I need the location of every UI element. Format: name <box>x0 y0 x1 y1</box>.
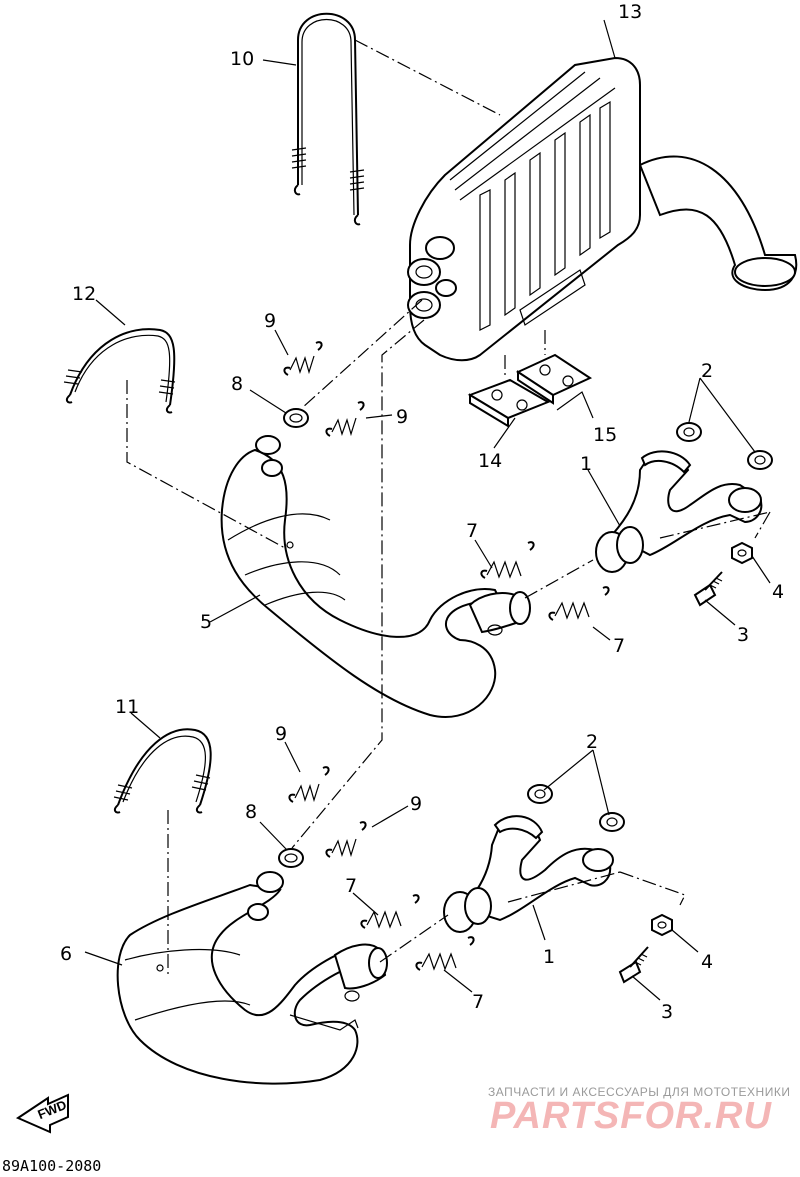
callout-11: 11 <box>115 696 139 718</box>
bracket-15 <box>515 353 593 405</box>
callout-15: 15 <box>593 424 617 446</box>
watermark: ЗАПЧАСТИ И АКСЕССУАРЫ ДЛЯ МОТОТЕХНИКИ PA… <box>488 1085 790 1137</box>
callout-4-upper: 4 <box>772 581 784 603</box>
callout-5: 5 <box>200 611 212 633</box>
callout-3-lower: 3 <box>661 1001 673 1023</box>
callout-1-upper: 1 <box>580 453 592 475</box>
callout-7-lower-right: 7 <box>472 991 484 1013</box>
callout-6: 6 <box>60 943 72 965</box>
callout-9-upper-a: 9 <box>264 310 276 332</box>
gaskets-2 <box>527 422 773 832</box>
hook-spring-12 <box>63 328 176 414</box>
callout-4-lower: 4 <box>701 951 713 973</box>
callout-8-upper: 8 <box>231 373 243 395</box>
bracket-14 <box>467 378 551 428</box>
callout-14: 14 <box>478 450 502 472</box>
callout-9-lower-a: 9 <box>275 723 287 745</box>
callout-2-lower: 2 <box>586 731 598 753</box>
diagram-code: 89A100-2080 <box>2 1157 101 1175</box>
manifold-1-lower <box>443 815 614 933</box>
callout-9-upper-b: 9 <box>396 406 408 428</box>
callout-1-lower: 1 <box>543 946 555 968</box>
bolts-3 <box>618 571 723 984</box>
callout-12: 12 <box>72 283 96 305</box>
callout-10: 10 <box>230 48 254 70</box>
callout-3-upper: 3 <box>737 624 749 646</box>
springs-7 <box>360 541 610 971</box>
callout-8-lower: 8 <box>245 801 257 823</box>
watermark-subtitle: ЗАПЧАСТИ И АКСЕССУАРЫ ДЛЯ МОТОТЕХНИКИ <box>488 1085 790 1099</box>
expansion-chamber-5 <box>220 435 531 718</box>
expansion-chamber-6 <box>116 871 388 1085</box>
callout-labels: 10 13 12 9 8 9 2 1 15 14 7 7 4 3 5 11 9 … <box>60 1 784 1023</box>
callout-9-lower-b: 9 <box>410 793 422 815</box>
callout-7-upper-right: 7 <box>613 635 625 657</box>
muffler-13 <box>407 56 798 362</box>
springs-9 <box>283 341 367 858</box>
callout-leaders <box>84 19 771 1001</box>
manifold-1-upper <box>595 450 763 573</box>
hook-spring-10 <box>291 12 365 226</box>
assembly-lines <box>126 39 771 975</box>
callout-7-upper-left: 7 <box>466 520 478 542</box>
hook-spring-11 <box>113 728 212 814</box>
callout-13: 13 <box>618 1 642 23</box>
watermark-brand: PARTSFOR.RU <box>490 1095 772 1137</box>
callout-7-lower-left: 7 <box>345 875 357 897</box>
fwd-arrow: FWD <box>15 1093 69 1134</box>
gaskets-8 <box>278 408 309 868</box>
callout-2-upper: 2 <box>701 360 713 382</box>
